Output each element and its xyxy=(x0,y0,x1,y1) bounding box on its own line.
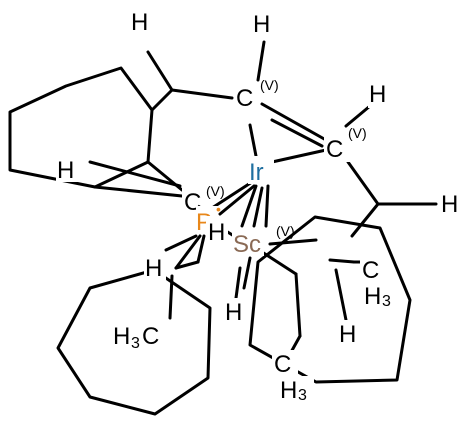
bond-sc-ch2 xyxy=(242,256,252,290)
radical-dot: • xyxy=(216,201,221,217)
atom-h3: H xyxy=(364,283,381,310)
bond-c3-ring xyxy=(146,160,184,192)
atom-c: C xyxy=(326,136,343,163)
bond-ch2-ch2 xyxy=(294,272,302,338)
bond-p-ch2 xyxy=(196,234,206,264)
bond-ring-c3-lower xyxy=(93,185,184,198)
bond-ir-sc-1 xyxy=(240,184,258,228)
cyclohexyl-ring-lower-right xyxy=(248,215,412,384)
bond-ir-sc-3 xyxy=(264,184,270,228)
bond-c2-h xyxy=(344,104,372,128)
atom-h3: H xyxy=(280,377,297,404)
bond-c1-c2-b xyxy=(270,118,324,148)
bond-ir-c2 xyxy=(270,148,328,164)
oxidation-state-v: (V) xyxy=(260,77,279,93)
subscript-3: 3 xyxy=(298,387,307,404)
bond-c1-c2-a xyxy=(260,102,328,142)
bond-c1-h xyxy=(256,40,266,82)
bond-sc-ring xyxy=(268,238,318,246)
cyclohexyl-ring-upper-left xyxy=(8,66,154,189)
atom-h: H xyxy=(208,219,225,246)
atom-h: H xyxy=(225,299,242,326)
bond-h-ch xyxy=(146,50,174,92)
atom-h: H xyxy=(145,255,162,282)
bond-ring-ch xyxy=(150,88,174,112)
atom-ir: Ir xyxy=(249,159,264,186)
atom-h: H xyxy=(131,9,148,36)
atom-c: C xyxy=(274,351,291,378)
bond-ch2-ring xyxy=(174,260,200,270)
atom-h: H xyxy=(369,81,386,108)
bond-ir-sc-2 xyxy=(252,186,264,228)
bond-ch-ring-right xyxy=(350,202,380,238)
atom-layer: H H C (V) H C (V) Ir H C (V) H P • H Sc … xyxy=(56,8,462,404)
atom-h: H xyxy=(57,157,74,184)
bond-ring-ch3 xyxy=(168,274,174,320)
bond-layer xyxy=(8,40,438,416)
oxidation-state-v: (V) xyxy=(206,183,225,199)
bond-c2-ch xyxy=(346,160,380,206)
bond-ring-ch-right xyxy=(328,258,356,264)
bond-ch-c1 xyxy=(170,88,234,100)
atom-c: C xyxy=(142,323,159,350)
oxidation-state-v: (V) xyxy=(348,125,367,141)
atom-h: H xyxy=(441,191,458,218)
atom-c: C xyxy=(236,85,253,112)
bond-sc-h-lower xyxy=(234,266,242,300)
bond-sc-ch xyxy=(260,250,298,276)
bond-c3-h xyxy=(88,160,182,188)
atom-c: C xyxy=(362,257,379,284)
atom-h: H xyxy=(339,321,356,348)
subscript-3: 3 xyxy=(131,335,140,352)
bond-h-p xyxy=(164,234,198,252)
oxidation-state-v: (V) xyxy=(276,223,295,239)
atom-sc: Sc xyxy=(233,231,261,258)
atom-h3: H xyxy=(113,323,130,350)
bond-ir-c1 xyxy=(248,123,258,158)
atom-h: H xyxy=(253,11,270,38)
bond-ir-p-2 xyxy=(218,184,256,216)
subscript-3: 3 xyxy=(382,293,391,310)
bond-ch-h-lower xyxy=(334,268,348,322)
bond-ir-p-1 xyxy=(210,180,254,210)
bond-p-ring-lower xyxy=(174,234,202,270)
